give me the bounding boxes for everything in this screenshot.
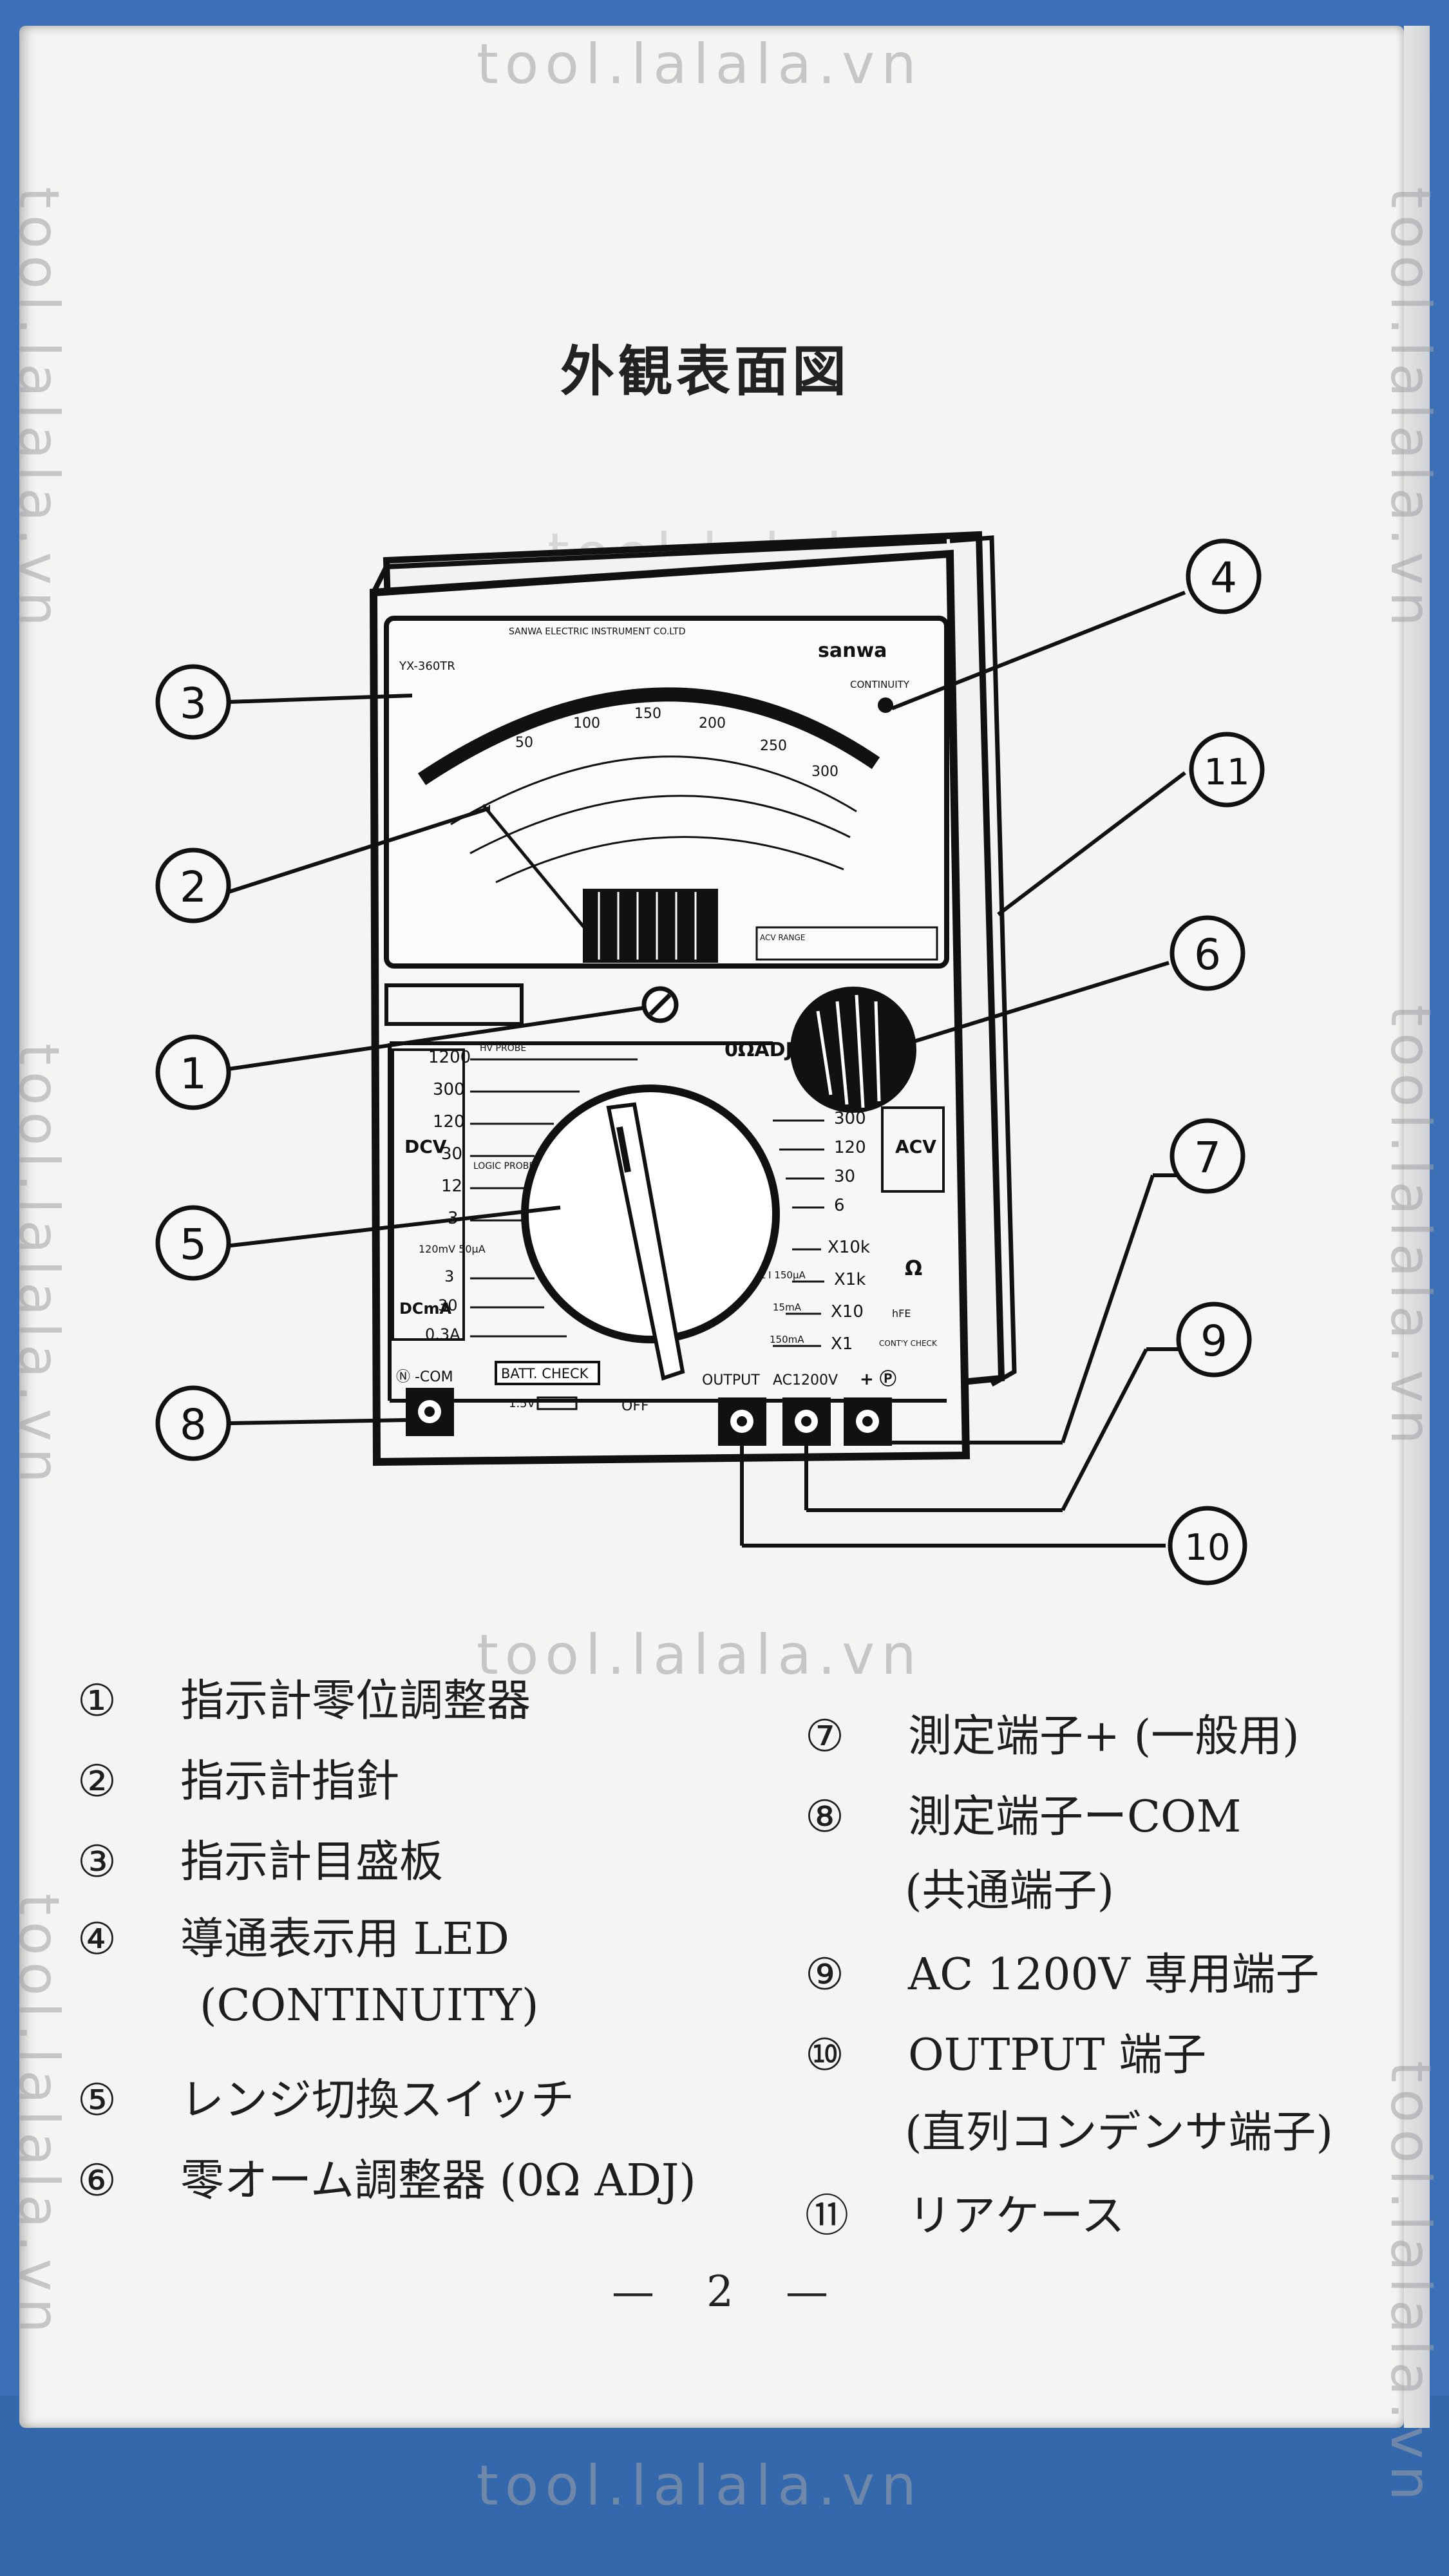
callout-circle [155,1205,231,1281]
acv-label: ACV [895,1136,936,1157]
callout-number: 5 [180,1220,207,1269]
ohm-side-text: L I 150μA [760,1269,806,1281]
dcv-range: 120 [433,1112,465,1132]
callout-number: 1 [180,1049,207,1099]
watermark-top: tool.lalala.vn [477,32,923,97]
callout-circle [155,848,231,923]
callout-number: 3 [180,679,207,728]
dcma-label: DCmA [399,1300,452,1318]
batt-voltage-text: 1.5V [509,1397,536,1410]
hv-probe-text: HV PROBE [480,1043,526,1054]
callout-circle [155,664,231,740]
plus-text: + Ⓟ [860,1369,896,1389]
ohm-range: X1k [834,1270,866,1289]
callout-number: 9 [1200,1316,1227,1366]
watermark-bottom: tool.lalala.vn [477,2454,923,2518]
cont-check-text: CONT'Y CHECK [879,1339,938,1348]
ohm-range: X10k [828,1238,870,1257]
scale-number: 100 [573,715,600,732]
dcma-range: 30 [438,1296,458,1314]
callout-circle [1186,538,1262,614]
output-text: OUTPUT [702,1372,760,1388]
acv-range: 30 [834,1167,855,1186]
ohm-range: X1 [831,1334,853,1354]
callout-number: 10 [1184,1527,1230,1569]
dcv-range: 12 [441,1177,462,1196]
callout-group: 1 2 3 4 5 6 7 8 9 10 11 [155,538,1265,1586]
ohm-side-text: 150mA [770,1334,804,1345]
hfe-text: hFE [892,1307,911,1320]
ohm-range: X10 [831,1302,864,1321]
callout-number: 6 [1194,930,1221,980]
com-text: Ⓝ -COM [396,1369,453,1385]
continuity-led [878,697,893,713]
maker-text: SANWA ELECTRIC INSTRUMENT CO.LTD [509,627,686,637]
acv-range: 120 [834,1138,866,1157]
scale-number: 250 [760,738,787,754]
scale-number: 300 [811,764,838,780]
legend-item: (共通端子) [905,1866,1115,1917]
dcma-range: 0.3A [425,1325,460,1343]
batt-check-text: BATT. CHECK [501,1366,589,1381]
model-text: YX-360TR [399,659,455,673]
callout-circle [155,1034,231,1110]
scale-number: 150 [634,706,661,722]
dcma-range: 3 [444,1267,454,1285]
logic-probe-text: LOGIC PROBE [473,1161,535,1171]
dcv-label: DCV [404,1136,447,1157]
callout-number: 8 [180,1400,207,1450]
legend-item: (直列コンデンサ端子) [905,2107,1334,2158]
callout-number: 7 [1194,1133,1221,1182]
callout-circle [1170,1118,1245,1194]
dcv-range: 1200 [428,1048,471,1067]
dcv-range: 300 [433,1080,465,1099]
acv-range-table: ACV RANGE [760,933,805,942]
callout-circle [1168,1506,1247,1586]
callout-circle [155,1385,231,1461]
ohm-side-text: 15mA [773,1302,802,1313]
ohm-adjust-knob [790,987,916,1113]
acv-range: 6 [834,1196,845,1215]
meter-pivot-block [583,889,718,963]
page-title: 外観表面図 [560,339,851,403]
ac1200-text: AC1200V [773,1372,838,1388]
dcv-range: 30 [441,1144,462,1164]
off-text: OFF [621,1398,649,1414]
page-edge [1404,26,1430,2428]
callout-number: 2 [180,862,207,912]
continuity-text: CONTINUITY [850,679,910,690]
brand-text: sanwa [818,639,887,662]
scale-number: 50 [515,735,533,751]
page-number: — 2 — [612,2267,848,2316]
callout-circle [1189,732,1265,808]
scale-number: 200 [699,715,726,732]
ohm-label: Ω [905,1256,922,1280]
dcv-low-range: 120mV 50μA [419,1243,486,1255]
callout-number: 4 [1210,553,1237,603]
callout-circle [1170,915,1245,991]
callout-number: 11 [1204,752,1249,793]
legend-item: (CONTINUITY) [200,1980,539,2031]
watermark-middle: tool.lalala.vn [477,1623,923,1687]
callout-circle [1176,1302,1252,1378]
scale-number-group: 50 100 150 200 250 300 [515,706,838,780]
acv-range: 300 [834,1109,866,1128]
